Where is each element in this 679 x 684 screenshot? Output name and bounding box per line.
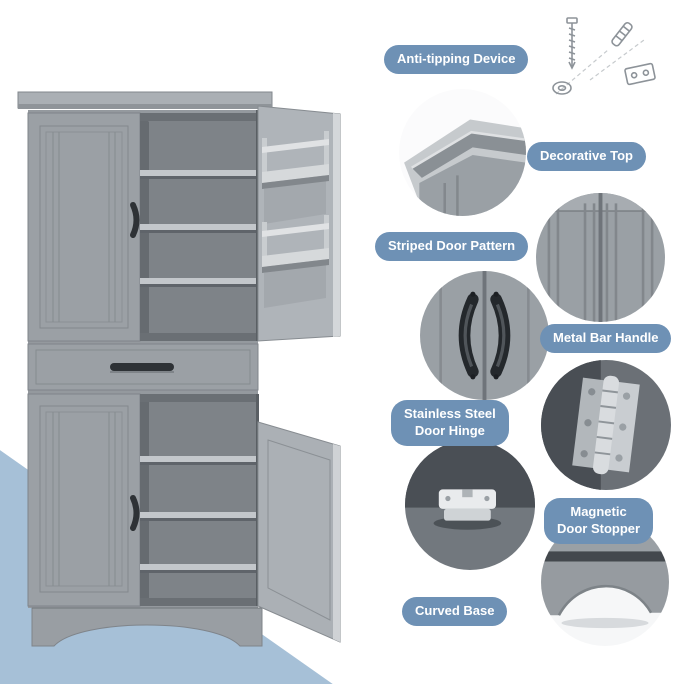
- lower-open-door: [257, 421, 341, 643]
- callout-label-decorative-top: Decorative Top: [527, 142, 646, 171]
- cabinet-illustration: [17, 91, 341, 647]
- door-hinge-image: [541, 360, 671, 490]
- upper-door-handle: [130, 202, 140, 238]
- cabinet-crown: [17, 91, 273, 109]
- drawer: [27, 343, 259, 391]
- upper-left-door: [27, 112, 141, 342]
- upper-interior-shelves: [140, 113, 258, 341]
- callout-label-striped-door-pattern: Striped Door Pattern: [375, 232, 529, 261]
- striped-door-pattern-image: [536, 193, 665, 322]
- anti-tipping-hardware-illustration: [552, 17, 656, 95]
- callout-label-metal-bar-handle: Metal Bar Handle: [540, 324, 672, 353]
- metal-bar-handle-image: [420, 271, 549, 400]
- upper-open-door: [257, 105, 341, 342]
- lower-left-door: [27, 393, 141, 607]
- drawer-handle: [110, 363, 174, 371]
- callout-label-curved-base: Curved Base: [402, 597, 508, 626]
- decorative-top-image: [399, 89, 526, 216]
- lower-door-handle: [130, 495, 140, 531]
- callout-label-magnetic-door-stopper: Magnetic Door Stopper: [544, 498, 654, 544]
- callout-label-stainless-steel-door-hinge: Stainless Steel Door Hinge: [391, 400, 509, 446]
- callout-label-anti-tipping-device: Anti-tipping Device: [384, 45, 529, 74]
- magnetic-door-stopper-image: [405, 440, 535, 570]
- lower-interior-shelves: [140, 394, 258, 606]
- curved-base: [31, 607, 263, 647]
